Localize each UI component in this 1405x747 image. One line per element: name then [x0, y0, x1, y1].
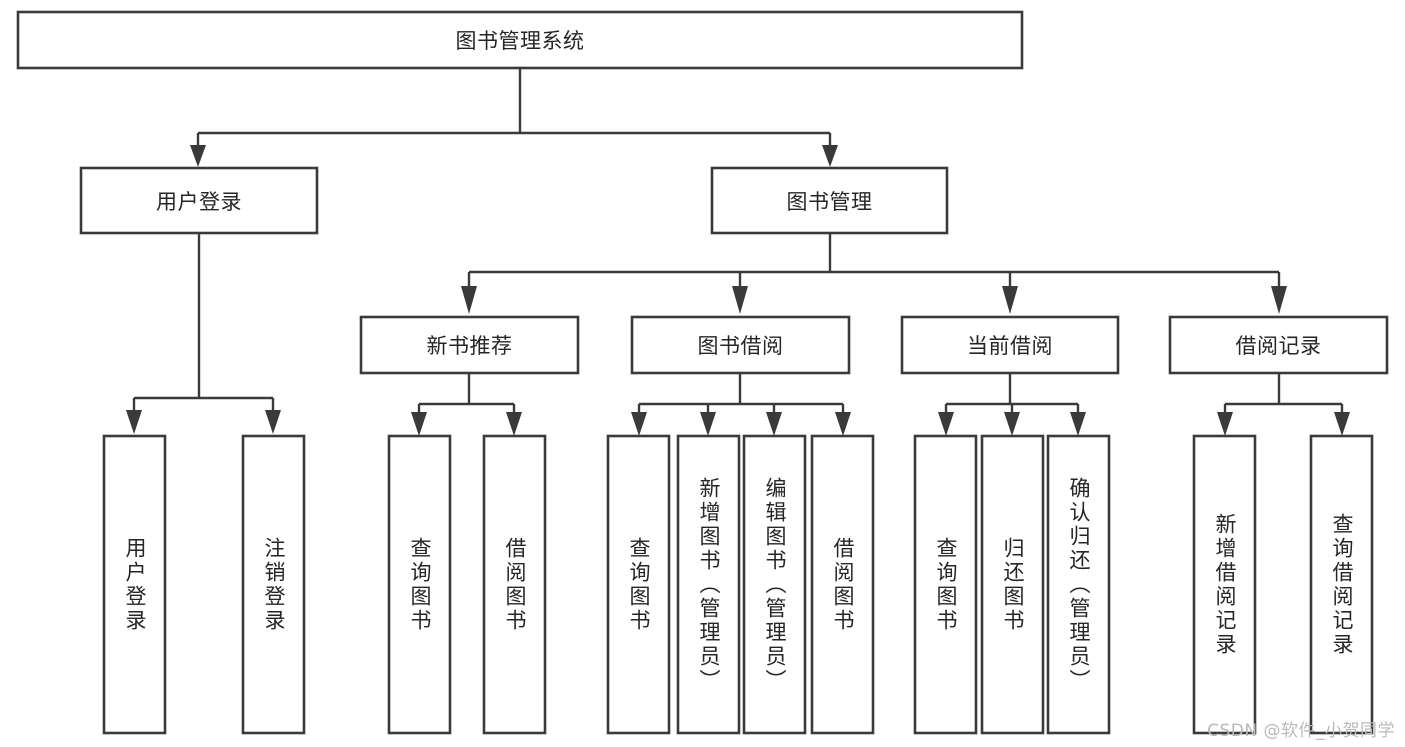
node-label-leaf-logout: 注销登录: [262, 536, 286, 633]
node-box-leaf-query-book-3[interactable]: [913, 434, 978, 735]
arrow-head-record-1: [1334, 412, 1350, 436]
node-label-leaf-query-book-2: 查询图书: [627, 536, 651, 633]
node-label-root: 图书管理系统: [455, 29, 585, 53]
node-label-book-borrow: 图书借阅: [697, 334, 784, 358]
node-box-book-management[interactable]: [710, 166, 949, 235]
arrow-head-record-0: [1217, 412, 1233, 436]
node-box-leaf-add-record[interactable]: [1192, 434, 1257, 735]
node-box-root[interactable]: [16, 10, 1024, 70]
arrow-head-userlogin-0: [126, 410, 142, 434]
node-box-leaf-user-login[interactable]: [102, 434, 167, 735]
node-box-leaf-logout[interactable]: [241, 434, 306, 735]
arrow-head-level3-0: [461, 286, 477, 314]
node-label-leaf-borrow-book-2: 借阅图书: [831, 536, 855, 633]
node-label-book-management: 图书管理: [786, 189, 873, 214]
node-label-current-borrow: 当前借阅: [967, 334, 1053, 358]
node-label-leaf-query-record: 查询借阅记录: [1330, 512, 1354, 657]
node-label-leaf-borrow-book-1: 借阅图书: [503, 536, 527, 633]
node-box-book-borrow[interactable]: [630, 315, 851, 375]
node-label-user-login: 用户登录: [156, 189, 242, 214]
node-label-leaf-confirm-return: 确认归还（管理员）: [1067, 476, 1091, 693]
node-box-leaf-query-book-2[interactable]: [606, 434, 671, 735]
arrow-head-level2-0: [190, 145, 206, 167]
arrow-head-level2-1: [822, 145, 838, 167]
node-box-leaf-edit-book[interactable]: [742, 434, 807, 735]
arrow-head-level3-1: [732, 286, 748, 314]
node-box-leaf-return-book[interactable]: [980, 434, 1045, 735]
node-label-leaf-add-book: 新增图书（管理员）: [697, 476, 721, 693]
node-box-leaf-borrow-book-1[interactable]: [482, 434, 547, 735]
arrow-head-userlogin-1: [265, 410, 281, 434]
node-label-leaf-return-book: 归还图书: [1001, 536, 1025, 633]
arrow-head-borrow-1: [700, 412, 716, 436]
node-label-new-book-recommend: 新书推荐: [426, 334, 513, 358]
node-label-leaf-add-record: 新增借阅记录: [1213, 512, 1237, 657]
arrow-head-level3-2: [1002, 286, 1018, 314]
watermark-text: CSDN @软件_小贺同学: [1207, 721, 1395, 741]
arrow-head-borrow-0: [631, 412, 647, 436]
node-box-leaf-query-book-1[interactable]: [387, 434, 452, 735]
node-box-user-login[interactable]: [79, 166, 319, 235]
node-label-borrow-record: 借阅记录: [1235, 334, 1322, 358]
arrow-head-borrow-2: [766, 412, 782, 436]
node-box-leaf-add-book[interactable]: [676, 434, 741, 735]
node-box-leaf-query-record[interactable]: [1309, 434, 1374, 735]
arrow-head-current-2: [1070, 412, 1086, 436]
arrow-head-borrow-3: [835, 412, 851, 436]
node-label-leaf-edit-book: 编辑图书（管理员）: [763, 476, 787, 693]
node-box-new-book-recommend[interactable]: [359, 315, 580, 375]
arrow-head-level3-3: [1271, 286, 1287, 314]
arrow-head-newbook-1: [506, 412, 522, 436]
node-label-leaf-user-login: 用户登录: [123, 536, 147, 633]
node-label-leaf-query-book-3: 查询图书: [934, 536, 958, 633]
arrow-head-current-0: [938, 412, 954, 436]
arrow-head-newbook-0: [411, 412, 427, 436]
node-box-leaf-borrow-book-2[interactable]: [810, 434, 875, 735]
node-box-current-borrow[interactable]: [900, 315, 1120, 375]
node-box-leaf-confirm-return[interactable]: [1046, 434, 1111, 735]
node-label-leaf-query-book-1: 查询图书: [408, 536, 432, 633]
arrow-head-current-1: [1004, 412, 1020, 436]
